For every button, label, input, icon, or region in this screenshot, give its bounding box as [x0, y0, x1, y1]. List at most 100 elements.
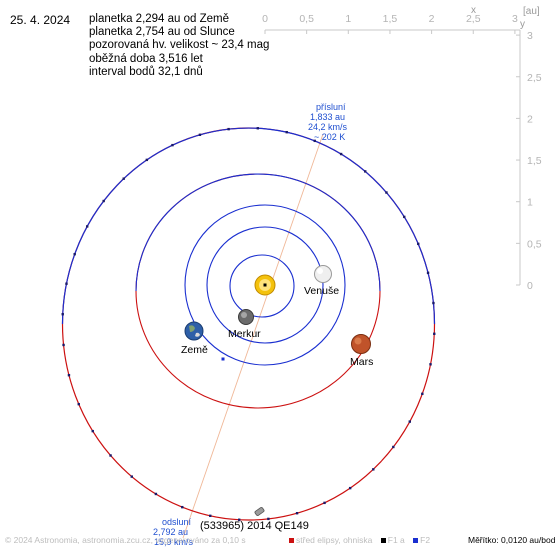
orbit-point	[171, 143, 174, 147]
mars-orbit-above	[135, 173, 381, 292]
orbit-point	[238, 518, 241, 521]
aphelion-title: odsluní	[162, 517, 192, 527]
perihelion-title: přísluní	[316, 102, 346, 112]
orbit-point	[130, 475, 133, 478]
x-tick-label: 0	[262, 13, 268, 25]
legend-center-label: střed elipsy, ohniska	[296, 535, 373, 545]
orbit-point	[109, 454, 112, 457]
x-tick-label: 0,5	[299, 13, 314, 25]
orbit-point	[417, 242, 420, 246]
orbit-point	[408, 420, 411, 423]
asteroid-icon	[254, 507, 265, 516]
y-tick-label: 0	[527, 280, 533, 292]
aphelion-speed: 15,9 km/s	[154, 537, 194, 547]
venus-orbit	[206, 226, 324, 344]
orbit-point	[62, 343, 65, 347]
orbit-point	[61, 313, 64, 316]
y-axis-label: y	[520, 19, 525, 30]
orbit-point	[86, 225, 89, 228]
y-tick-label: 3	[527, 30, 533, 42]
orbit-point	[426, 271, 430, 275]
x-tick-label: 2	[429, 13, 435, 25]
focus-f2-marker	[221, 357, 225, 361]
legend-center-swatch	[289, 538, 294, 543]
orbit-point	[421, 392, 424, 396]
info-sun-distance: planetka 2,754 au od Slunce	[89, 26, 235, 39]
aphelion-distance: 2,792 au	[153, 527, 188, 537]
mercury-label: Merkur	[228, 328, 261, 340]
orbit-point	[323, 501, 326, 505]
orbit-point	[313, 139, 316, 143]
earth-label: Země	[181, 344, 208, 356]
x-tick-label: 1,5	[383, 13, 398, 25]
mars-icon	[351, 334, 371, 354]
orbit-point	[256, 127, 259, 130]
orbit-point	[91, 429, 94, 433]
orbit-point	[198, 133, 202, 136]
mercury-orbit	[229, 254, 295, 318]
aphelion-label: odsluní 2,792 au 15,9 km/s	[153, 517, 194, 547]
orbit-point	[181, 505, 184, 509]
x-tick-label: 2,5	[466, 13, 481, 25]
x-axis: x [au] 0 0,5 1 1,5 2 2,5 3	[262, 5, 540, 34]
earth-icon	[184, 321, 204, 341]
info-orbital-period: oběžná doba 3,516 let	[89, 52, 203, 65]
y-tick-label: 2,5	[527, 72, 542, 84]
earth-orbit	[184, 204, 346, 366]
date-label: 25. 4. 2024	[10, 13, 71, 27]
orbit-point	[77, 402, 80, 406]
perihelion-label: přísluní 1,833 au 24,2 km/s ~ 202 K	[308, 102, 348, 142]
venus-icon	[314, 265, 332, 283]
x-axis-label: x	[471, 5, 476, 16]
orbit-point	[154, 492, 158, 496]
x-tick-label: 3	[512, 13, 518, 25]
y-tick-label: 0,5	[527, 238, 542, 250]
info-magnitude: pozorovaná hv. velikost ~ 23,4 mag	[89, 39, 270, 52]
mercury-icon	[238, 309, 254, 325]
asteroid-orbit	[61, 127, 436, 521]
x-tick-label: 1	[345, 13, 351, 25]
y-tick-label: 1,5	[527, 155, 542, 167]
orbit-point	[403, 215, 406, 219]
orbit-point	[348, 486, 352, 490]
legend-f1-swatch	[380, 538, 386, 543]
orbit-point	[267, 517, 270, 521]
y-tick-label: 1	[527, 197, 533, 209]
orbit-point	[295, 512, 299, 515]
orbit-point	[122, 177, 125, 180]
mars-label: Mars	[350, 356, 373, 368]
legend: střed elipsy, ohniska F1 a F2	[283, 535, 430, 545]
y-axis: y 00,511,522,53	[516, 19, 542, 292]
object-name: (533965) 2014 QE149	[200, 520, 309, 532]
footer-credit: © 2024 Astronomia, astronomia.zcu.cz, vy…	[5, 535, 246, 545]
orbit-point	[145, 158, 149, 162]
legend-f2-swatch	[413, 538, 419, 543]
perihelion-speed: 24,2 km/s	[308, 122, 348, 132]
orbit-point	[429, 363, 432, 366]
orbit-point	[65, 282, 68, 285]
orbit-point	[339, 152, 343, 156]
legend-f2-label: F2	[420, 535, 431, 545]
perihelion-temperature: ~ 202 K	[314, 132, 345, 142]
orbit-point	[372, 468, 375, 471]
legend-f1-label: F1 a	[387, 535, 405, 545]
orbit-point	[432, 301, 435, 305]
unit-label: [au]	[523, 6, 540, 17]
asteroid-orbit-above	[61, 127, 436, 325]
venus-label: Venuše	[304, 285, 339, 297]
orbit-point	[227, 127, 230, 131]
perihelion-distance: 1,833 au	[310, 112, 345, 122]
orbit-point	[102, 199, 105, 203]
orbit-point	[67, 373, 71, 377]
info-panel: planetka 2,294 au od Země planetka 2,754…	[89, 13, 269, 79]
line-of-apsides	[182, 133, 324, 539]
orbit-point	[364, 170, 367, 173]
orbit-point	[285, 130, 288, 134]
orbit-point	[433, 332, 436, 335]
info-point-interval: interval bodů 32,1 dnů	[89, 65, 203, 78]
sun-icon	[254, 274, 276, 296]
info-earth-distance: planetka 2,294 au od Země	[89, 13, 230, 25]
orbit-time-points	[61, 127, 436, 521]
